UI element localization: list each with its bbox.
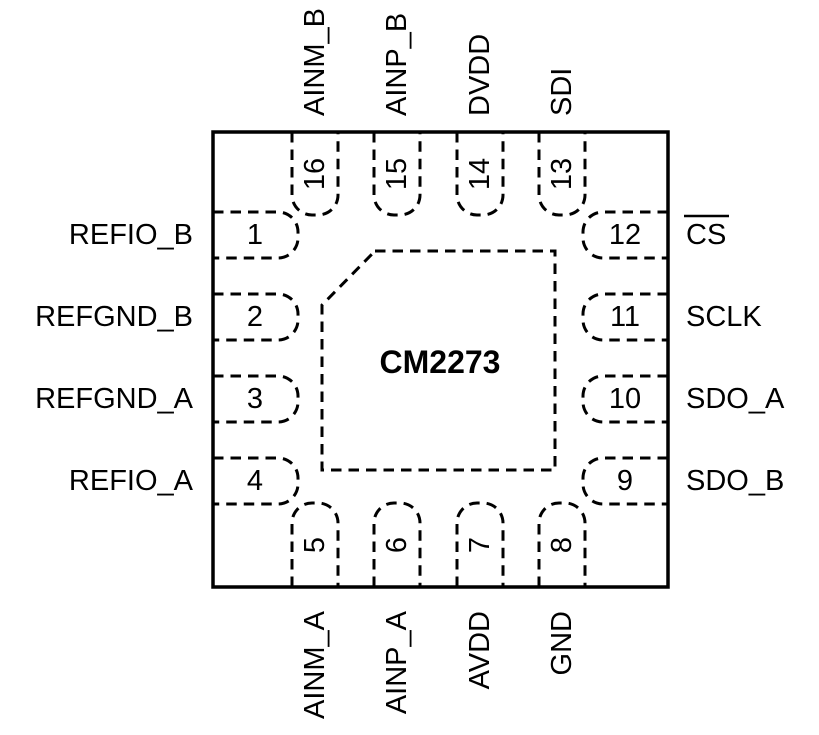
pin-13-number: 13 xyxy=(546,158,578,190)
pin-16: 16 AINM_B xyxy=(290,8,340,217)
pin-5-pad xyxy=(290,501,340,587)
pin-7-label: AVDD xyxy=(464,611,496,689)
pin-14: 14 DVDD xyxy=(455,34,505,217)
pin-15: 15 AINP_B xyxy=(372,13,422,217)
pin-16-number: 16 xyxy=(299,158,331,190)
pin-6-pad xyxy=(372,501,422,587)
pin-1-pad xyxy=(213,210,300,260)
pin-2-number: 2 xyxy=(247,301,263,333)
pin-1-label: REFIO_B xyxy=(69,219,193,251)
pin-13-pad xyxy=(537,132,587,217)
pin-8-pad xyxy=(537,501,587,587)
pin-6-label: AINP_A xyxy=(381,610,413,714)
pin-3-pad xyxy=(213,374,300,424)
pin-3: 3 REFGND_A xyxy=(35,374,300,424)
pin-3-label: REFGND_A xyxy=(35,383,194,415)
die-outline-chamfered xyxy=(320,249,557,472)
pin-11-pad xyxy=(581,292,668,342)
pin-12: 12 CS xyxy=(581,210,729,260)
pin-14-label: DVDD xyxy=(464,34,496,116)
pin-10-pad xyxy=(581,374,668,424)
pin-8-number: 8 xyxy=(546,537,578,553)
pin-8: 8 GND xyxy=(537,501,587,675)
pin-12-number: 12 xyxy=(609,219,641,251)
pin-7: 7 AVDD xyxy=(455,501,505,689)
pin-5: 5 AINM_A xyxy=(290,501,340,719)
pin-13: 13 SDI xyxy=(537,68,587,217)
pin-10-label: SDO_A xyxy=(686,383,785,415)
pin-9-pad xyxy=(581,456,668,506)
pin-4-pad xyxy=(213,456,300,506)
pin-13-label: SDI xyxy=(546,68,578,116)
pin-11-label: SCLK xyxy=(686,301,762,333)
pin-6: 6 AINP_A xyxy=(372,501,422,714)
pin-4: 4 REFIO_A xyxy=(69,456,300,506)
pin-10: 10 SDO_A xyxy=(581,374,785,424)
pin-15-label: AINP_B xyxy=(381,13,413,116)
pin-14-pad xyxy=(455,132,505,217)
chip-name: CM2273 xyxy=(380,344,501,380)
pin-7-number: 7 xyxy=(464,537,496,553)
pin-9: 9 SDO_B xyxy=(581,456,784,506)
pin-15-pad xyxy=(372,132,422,217)
pin-9-label: SDO_B xyxy=(686,465,784,497)
pin-16-label: AINM_B xyxy=(299,8,331,116)
chip-package-outline xyxy=(211,130,670,589)
pin-8-label: GND xyxy=(546,611,578,675)
pin-5-label: AINM_A xyxy=(299,610,331,719)
pin-11-number: 11 xyxy=(610,301,640,333)
pin-9-number: 9 xyxy=(617,465,633,497)
pin-1: 1 REFIO_B xyxy=(69,210,300,260)
pin-3-number: 3 xyxy=(247,383,263,415)
pin-1-number: 1 xyxy=(247,219,263,251)
pin-15-number: 15 xyxy=(381,158,413,190)
pin-14-number: 14 xyxy=(464,158,496,190)
pin-12-label: CS xyxy=(686,219,726,251)
pin-2-label: REFGND_B xyxy=(35,301,193,333)
pin-12-pad xyxy=(581,210,668,260)
pin-6-number: 6 xyxy=(381,537,413,553)
pin-16-pad xyxy=(290,132,340,217)
pin-5-number: 5 xyxy=(299,537,331,553)
pin-10-number: 10 xyxy=(609,383,641,415)
pin-2: 2 REFGND_B xyxy=(35,292,300,342)
pin-11: 11 SCLK xyxy=(581,292,762,342)
pin-4-label: REFIO_A xyxy=(69,465,194,497)
pin-2-pad xyxy=(213,292,300,342)
pin-7-pad xyxy=(455,501,505,587)
pin-4-number: 4 xyxy=(247,465,263,497)
